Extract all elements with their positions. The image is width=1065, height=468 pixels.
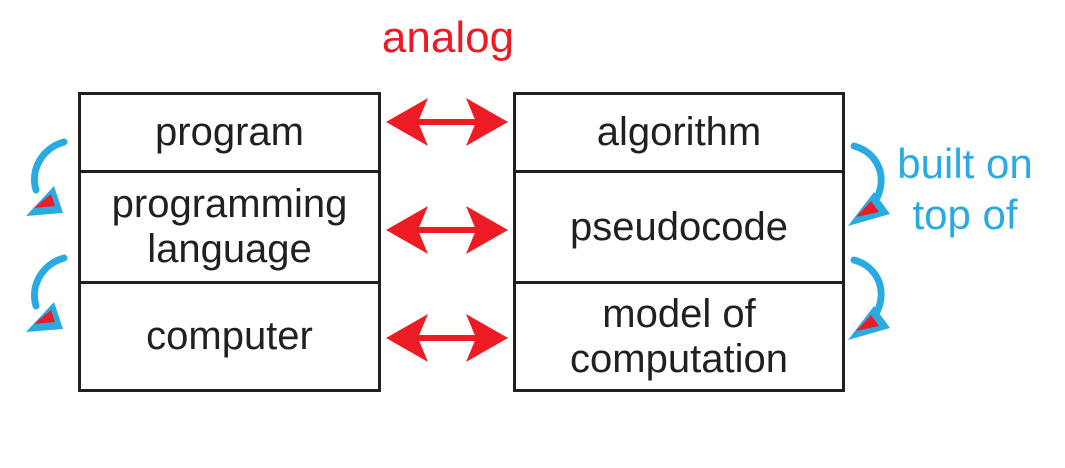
double-arrow-icon-computer-model (386, 314, 508, 362)
built-on-top-of-label: built on top of (880, 138, 1050, 240)
analog-label: analog (381, 13, 515, 62)
curved-arrow-icon-left-top (26, 138, 68, 216)
box-programming-language: programming language (81, 170, 378, 281)
double-arrow-icon-program-algorithm (386, 98, 508, 146)
box-pseudocode: pseudocode (516, 170, 842, 281)
built-on-label-line1: built on (897, 140, 1033, 187)
curved-arrow-icon-left-bottom (26, 254, 68, 332)
box-algorithm: algorithm (596, 110, 762, 154)
double-arrow-icon-language-pseudocode (386, 206, 508, 254)
box-computer: computer (81, 281, 378, 389)
left-column-stack: program programming language computer (78, 92, 381, 392)
curved-arrow-icon-right-bottom (848, 256, 890, 340)
box-model-of-computation: model of computation (516, 281, 842, 389)
right-column-stack: algorithm pseudocode model of computatio… (513, 92, 845, 392)
curved-arrow-icon-right-top (848, 142, 890, 226)
built-on-label-line2: top of (912, 191, 1018, 238)
box-program: program (155, 110, 304, 154)
